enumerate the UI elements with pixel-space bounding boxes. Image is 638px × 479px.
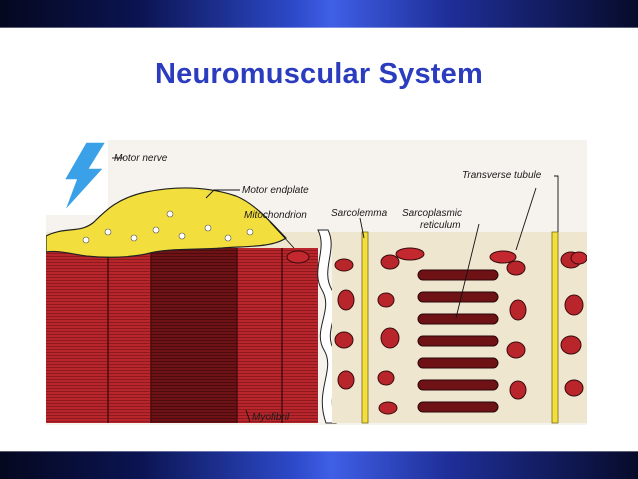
diagram-canvas: Motor nerve Motor endplate Mitochondrion… bbox=[46, 140, 587, 424]
sarcoplasmic-reticulum-network bbox=[334, 251, 584, 415]
transverse-tubule-left bbox=[361, 231, 369, 424]
label-reticulum: reticulum bbox=[420, 220, 461, 231]
label-sarcoplasmic: Sarcoplasmic bbox=[402, 208, 462, 219]
cross-section bbox=[332, 232, 587, 423]
label-motor-endplate: Motor endplate bbox=[242, 185, 309, 196]
label-sarcolemma: Sarcolemma bbox=[331, 208, 388, 219]
top-banner bbox=[0, 0, 638, 28]
leader-lines bbox=[112, 157, 559, 423]
bottom-banner bbox=[0, 451, 638, 479]
transverse-tubule-right bbox=[551, 231, 559, 424]
label-transverse-tubule: Transverse tubule bbox=[462, 170, 542, 181]
neuromuscular-diagram: Motor nerve Motor endplate Mitochondrion… bbox=[46, 140, 587, 425]
label-myofibril: Myofibril bbox=[252, 412, 290, 423]
myofibril-block-left bbox=[46, 248, 318, 423]
slide-title: Neuromuscular System bbox=[155, 58, 483, 90]
lightning-bolt-icon bbox=[62, 141, 108, 213]
cross-myofibrils bbox=[417, 269, 499, 413]
label-mitochondrion: Mitochondrion bbox=[244, 210, 307, 221]
synaptic-vesicles bbox=[82, 210, 254, 244]
label-motor-nerve: Motor nerve bbox=[114, 153, 168, 164]
